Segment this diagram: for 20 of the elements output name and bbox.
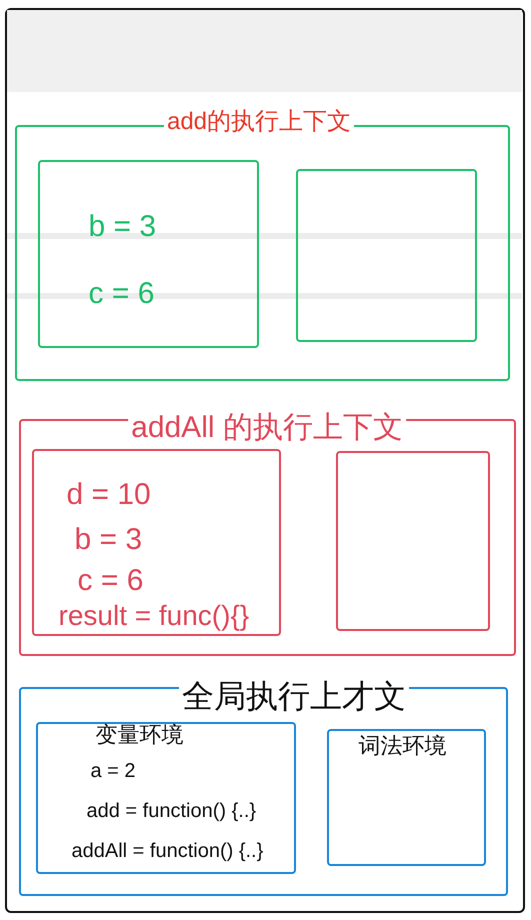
empty-box (336, 451, 490, 631)
variables-box (32, 449, 281, 636)
variable-text: c = 6 (88, 278, 154, 308)
variable-text: b = 3 (74, 524, 142, 554)
variable-text: c = 6 (78, 566, 144, 596)
variable-text: add = function() {..} (86, 800, 256, 820)
context-heading: add的执行上下文 (164, 109, 354, 135)
environment-box (36, 722, 296, 874)
variable-text: b = 3 (88, 212, 156, 242)
variable-text: addAll = function() {..} (72, 840, 264, 860)
variable-text: a = 2 (90, 760, 136, 780)
context-heading: addAll 的执行上下文 (128, 412, 406, 444)
context-heading: 全局执行上才文 (179, 679, 409, 713)
variables-box (38, 160, 259, 348)
variable-text: result = func(){} (58, 602, 250, 630)
empty-box (296, 169, 477, 342)
environment-heading: 词法环境 (358, 734, 446, 756)
environment-heading: 变量环境 (96, 724, 184, 746)
variable-text: d = 10 (66, 480, 151, 510)
environment-box (327, 729, 486, 866)
